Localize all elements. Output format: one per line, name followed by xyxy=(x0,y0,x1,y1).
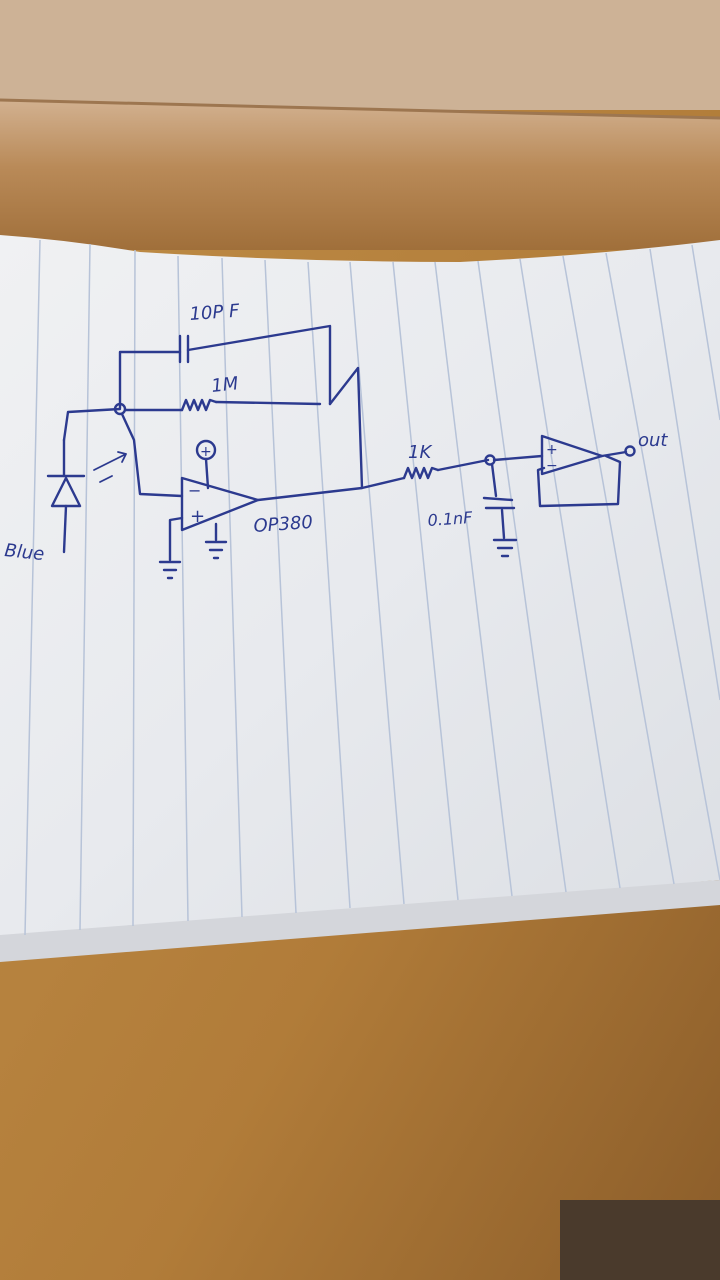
node-to-diode-wire xyxy=(62,407,122,442)
feedback-cap-wire-right xyxy=(186,324,332,406)
paper-sheet xyxy=(0,235,720,935)
cardboard-top xyxy=(0,0,720,110)
feedback-return-wire xyxy=(328,366,364,490)
ruled-lines xyxy=(24,239,720,936)
supply-symbol: + xyxy=(200,444,212,460)
board-edge-shadow xyxy=(0,98,720,120)
buffer-plus-sign: + xyxy=(546,442,558,458)
feedback-resistor-label: 1M xyxy=(210,373,239,397)
ground-symbol-opamp xyxy=(204,540,228,560)
feedback-res-wire-right xyxy=(214,400,322,406)
output-label: out xyxy=(638,430,668,451)
opamp-output-wire xyxy=(256,476,406,502)
filter-resistor xyxy=(402,466,440,480)
feedback-cap-wire-left xyxy=(118,350,182,410)
ground-symbol-filter xyxy=(492,538,518,558)
buffer-opamp-triangle xyxy=(540,434,604,476)
light-arrow-1 xyxy=(93,451,127,471)
dark-corner xyxy=(560,1200,720,1280)
output-node xyxy=(624,445,636,457)
opamp-op380-triangle xyxy=(180,476,260,532)
wood-board-top xyxy=(0,100,720,250)
opamp-model-label: OP380 xyxy=(253,512,314,537)
filter-capacitor-label: 0.1nF xyxy=(427,508,474,530)
circuit-sketch: 10P F 1M Blue − + + OP380 xyxy=(3,301,668,580)
photodiode-label: Blue xyxy=(3,540,45,565)
filter-cap-lead xyxy=(490,462,498,498)
feedback-capacitor-label: 10P F xyxy=(189,301,241,325)
opamp-plus-sign: + xyxy=(190,506,205,527)
filter-resistor-label: 1K xyxy=(408,442,432,463)
filter-wire xyxy=(436,458,490,472)
buffer-feedback-loop xyxy=(536,454,622,508)
photodiode-bottom-lead xyxy=(62,504,68,554)
buffer-minus-sign: − xyxy=(546,458,558,474)
node-to-opamp-wire xyxy=(120,412,184,498)
filter-cap-ground-lead xyxy=(500,508,506,540)
ground-symbol-left xyxy=(158,560,182,580)
opamp-minus-sign: − xyxy=(188,481,201,500)
feedback-resistor xyxy=(180,398,218,412)
buffer-input-wire xyxy=(492,454,544,462)
supply-lead xyxy=(204,457,210,490)
filter-capacitor xyxy=(482,496,516,510)
buffer-output-wire xyxy=(600,450,628,458)
noninv-ground-wire xyxy=(168,516,184,562)
paper-stack-edge xyxy=(0,880,720,962)
light-arrow-2 xyxy=(99,475,113,483)
notebook-page xyxy=(0,235,720,962)
